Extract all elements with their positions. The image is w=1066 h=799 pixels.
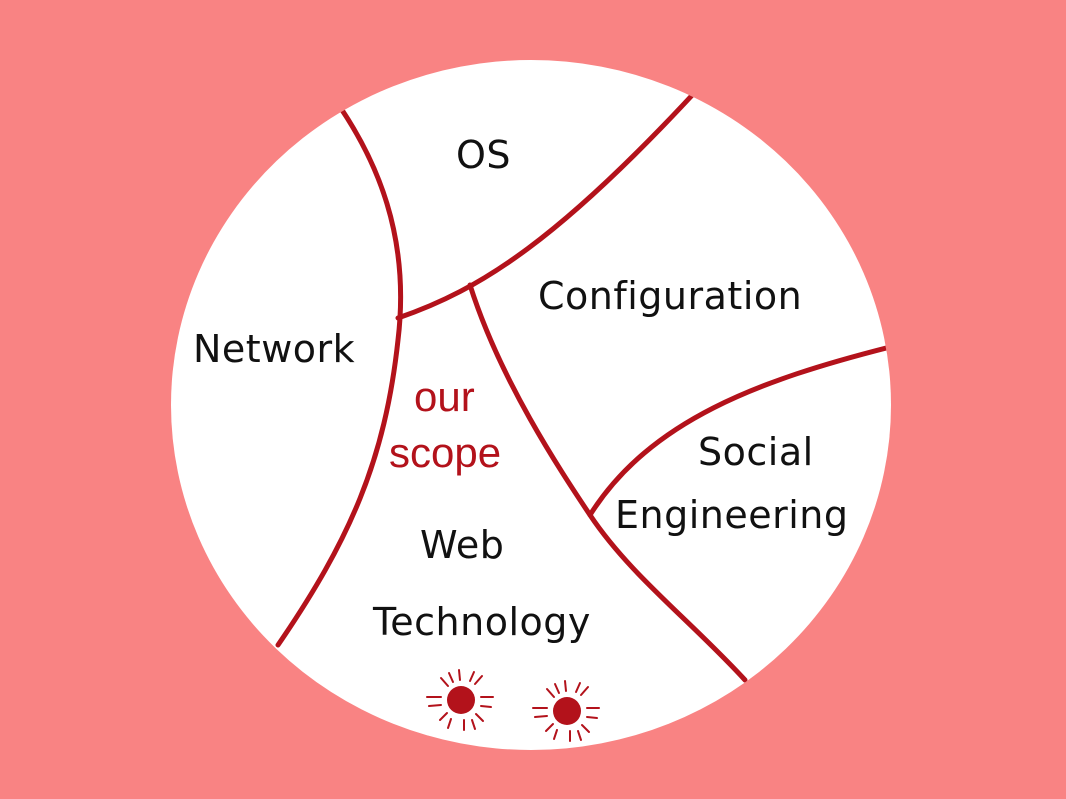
scope-label-our: our	[414, 373, 475, 420]
region-label-web: Web	[420, 523, 505, 567]
scope-label-scope: scope	[389, 429, 502, 476]
region-label-engineering: Engineering	[615, 493, 849, 537]
divider-social-top	[587, 344, 891, 518]
sun-burst-icon	[426, 669, 494, 731]
divider-os-bottom	[395, 75, 711, 321]
region-label-social: Social	[698, 430, 814, 474]
sun-burst-icon	[532, 680, 600, 742]
region-label-os: OS	[456, 133, 512, 177]
scope-circle	[171, 60, 891, 750]
region-label-configuration: Configuration	[538, 274, 803, 318]
divider-network-left	[275, 87, 404, 648]
region-label-network: Network	[193, 327, 356, 371]
region-label-technology: Technology	[373, 600, 591, 644]
